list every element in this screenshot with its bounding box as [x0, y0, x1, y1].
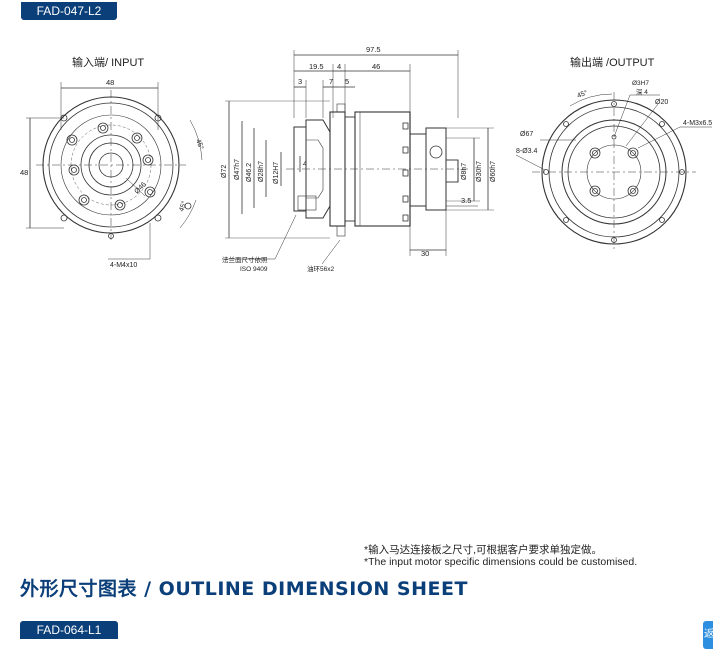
side-dim-od8: Ø8h7: [461, 163, 468, 180]
side-dim-od12: Ø12H7: [273, 162, 280, 184]
input-dim-height: 48: [20, 168, 28, 177]
side-dim-od47: Ø47h7: [234, 159, 241, 180]
input-dim-bolt-circle: Ø46: [133, 181, 147, 195]
side-callout-oil-ring: 油环56x2: [307, 264, 334, 273]
side-dim-od28: Ø28h7: [258, 161, 265, 182]
note-chinese: *输入马达连接板之尺寸,可根据客户要求单独定做。: [364, 544, 603, 556]
model-tag-top[interactable]: FAD-047-L2: [21, 2, 117, 20]
input-dim-width: 48: [106, 78, 114, 87]
output-pin-depth: 深 4: [636, 87, 648, 96]
output-pin-callout: Ø3H7: [632, 80, 649, 87]
side-dim-7: 7: [329, 77, 333, 86]
input-angle-label: 45°: [194, 138, 205, 151]
side-callout-flange: 法兰面尺寸依照: [222, 255, 268, 264]
side-dim-od30: Ø30h7: [476, 161, 483, 182]
output-view-title: 输出端 /OUTPUT: [570, 55, 655, 69]
side-dim-19-5: 19.5: [309, 62, 324, 71]
output-holes-callout: 8-Ø3.4: [516, 148, 538, 155]
output-thread-callout: 4-M3x6.5: [683, 120, 712, 127]
input-view: 输入端/ INPUT 48 48 Ø: [20, 55, 205, 269]
input-angle-label-2: 45°: [177, 200, 188, 213]
side-dim-3: 3: [298, 77, 302, 86]
side-dim-46: 46: [372, 62, 380, 71]
side-chip-button[interactable]: 返: [703, 621, 713, 649]
side-dim-key4: 4: [303, 161, 307, 168]
sheet-title: 外形尺寸图表 / OUTLINE DIMENSION SHEET: [20, 578, 468, 600]
output-angle-label: 45°: [576, 89, 589, 100]
side-dim-od72: Ø72: [221, 165, 228, 178]
output-od67: Ø67: [520, 131, 533, 138]
side-dim-od60: Ø60h7: [490, 161, 497, 182]
side-dim-total: 97.5: [366, 45, 381, 54]
model-tag-bottom[interactable]: FAD-064-L1: [20, 621, 118, 639]
output-pcd20: Ø20: [655, 99, 668, 106]
input-view-title: 输入端/ INPUT: [72, 55, 144, 69]
side-callout-iso: ISO 9409: [240, 266, 268, 273]
side-dim-od46-2: Ø46.2: [246, 163, 253, 182]
side-dim-3-5: 3.5: [461, 196, 471, 205]
note-english: *The input motor specific dimensions cou…: [364, 556, 638, 568]
side-dim-5: 5: [345, 77, 349, 86]
side-dim-4: 4: [337, 62, 341, 71]
output-view: 输出端 /OUTPUT Ø3H7 深 4 Ø20 45° Ø67: [515, 55, 712, 252]
side-dim-30: 30: [421, 249, 429, 258]
input-thread-callout: 4-M4x10: [110, 262, 137, 269]
side-view: 97.5 19.5 4 46 3 7 5 Ø72 Ø47h7 Ø46.2 Ø28…: [221, 45, 497, 273]
